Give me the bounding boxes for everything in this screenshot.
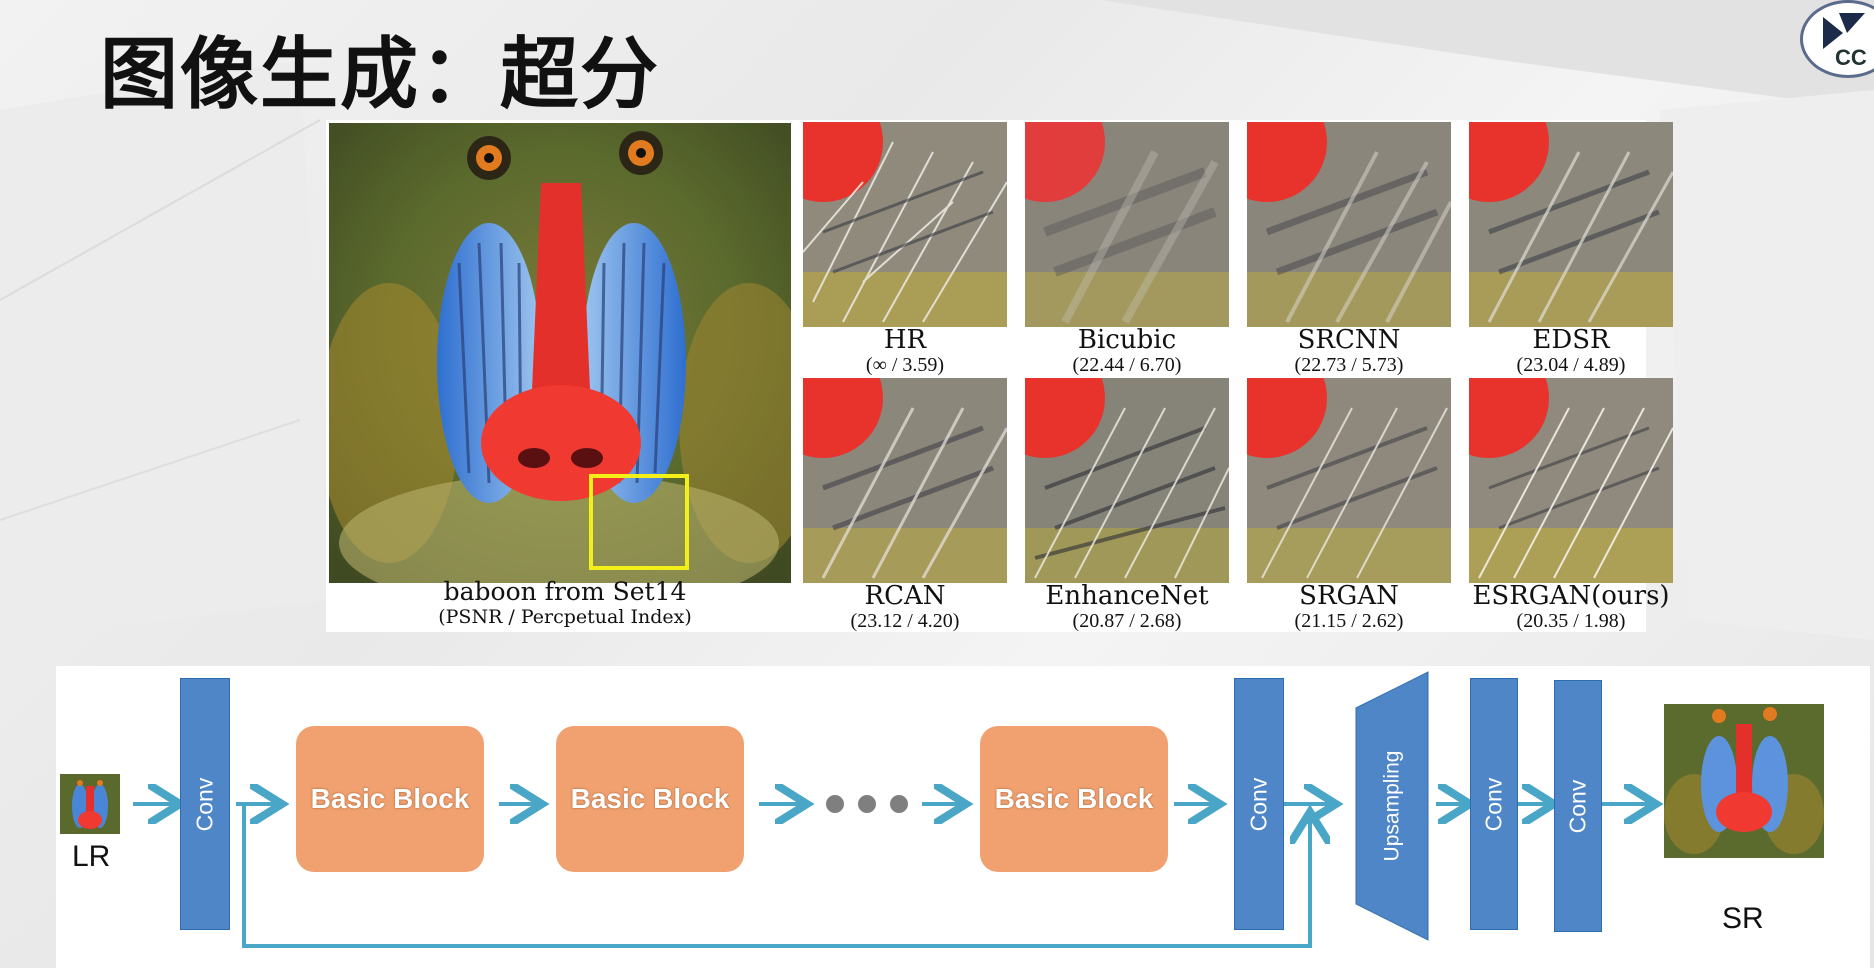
upsampling-block [1355,671,1429,941]
skip-connection-arrow [242,804,1310,948]
patch-score: (20.35 / 1.98) [1516,610,1626,632]
patch-name: EnhanceNet [1045,581,1209,611]
logo-emblem-icon [1823,13,1865,49]
sr-label: SR [1722,902,1764,935]
architecture-diagram: LR Conv Basic Block Basic Block Basic Bl… [56,666,1870,968]
main-subcaption-text: (PSNR / Percpetual Index) [438,606,692,628]
patch-srgan [1247,378,1451,583]
sr-image [1664,704,1824,858]
conv-label: Conv [1245,777,1272,831]
basic-block-3: Basic Block [980,726,1168,872]
baboon-image [329,123,791,583]
patch-name: Bicubic [1077,325,1177,355]
patch-score: (20.87 / 2.68) [1072,610,1182,632]
conv-block-2: Conv [1234,678,1284,930]
patch-rcan [803,378,1007,583]
caption-enhancenet: EnhanceNet (20.87 / 2.68) [1017,582,1237,632]
caption-srcnn: SRCNN (22.73 / 5.73) [1239,326,1459,376]
patch-score: (22.44 / 6.70) [1072,354,1182,376]
organization-logo: CC [1800,0,1874,78]
lr-label: LR [72,840,111,873]
caption-bicubic: Bicubic (22.44 / 6.70) [1017,326,1237,376]
patch-bicubic [1025,122,1229,327]
patch-score: (23.12 / 4.20) [850,610,960,632]
conv-block-4: Conv [1554,680,1602,932]
caption-srgan: SRGAN (21.15 / 2.62) [1239,582,1459,632]
patch-name: SRCNN [1297,325,1401,355]
ellipsis-dots [826,795,908,813]
patch-name: HR [883,325,927,355]
slide-title: 图像生成：超分 [100,30,661,120]
upsampling-label-box: Upsampling [1356,672,1428,940]
lr-image [60,774,120,834]
patch-hr [803,122,1007,327]
comparison-figure: HR (∞ / 3.59) Bicubic (22.44 / 6.70) SRC… [326,120,1673,632]
caption-esrgan: ESRGAN(ours) (20.35 / 1.98) [1461,582,1681,632]
basic-block-2: Basic Block [556,726,744,872]
patch-name: EDSR [1532,325,1610,355]
patch-name: RCAN [864,581,946,611]
caption-rcan: RCAN (23.12 / 4.20) [795,582,1015,632]
patch-score: (23.04 / 4.89) [1516,354,1626,376]
patch-enhancenet [1025,378,1229,583]
patch-score: (22.73 / 5.73) [1294,354,1404,376]
logo-text: CC [1835,45,1867,70]
patch-score: (∞ / 3.59) [865,354,945,376]
basic-block-1: Basic Block [296,726,484,872]
conv-block-3: Conv [1470,678,1518,930]
caption-edsr: EDSR (23.04 / 4.89) [1461,326,1681,376]
conv-label: Conv [1480,777,1507,831]
patch-esrgan [1469,378,1673,583]
upsampling-label: Upsampling [1380,750,1404,862]
patch-score: (21.15 / 2.62) [1294,610,1404,632]
conv-block-1: Conv [180,678,230,930]
conv-label: Conv [191,777,218,831]
patch-name: SRGAN [1299,581,1399,611]
patch-name: ESRGAN(ours) [1472,581,1670,611]
flow-arrows [133,671,1870,948]
patch-srcnn [1247,122,1451,327]
main-image-caption: baboon from Set14 (PSNR / Percpetual Ind… [330,577,800,629]
caption-hr: HR (∞ / 3.59) [795,326,1015,376]
patch-edsr [1469,122,1673,327]
conv-label: Conv [1564,779,1591,833]
main-caption-text: baboon from Set14 [443,577,687,606]
